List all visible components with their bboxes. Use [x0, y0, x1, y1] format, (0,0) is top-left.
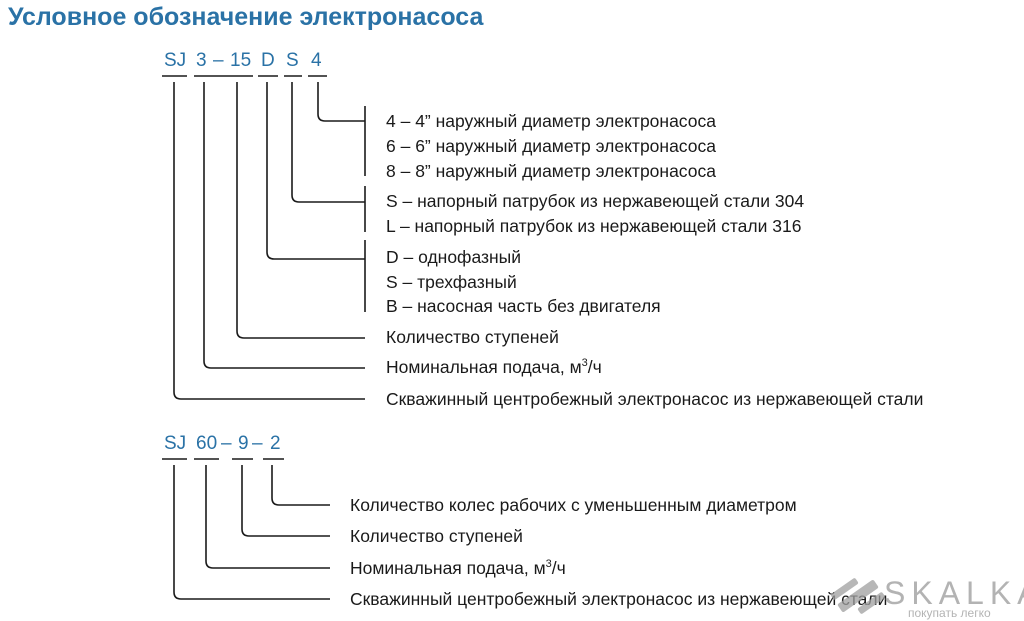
code2-wheels: 2 [270, 433, 281, 454]
connector-wheels [271, 465, 330, 506]
watermark-name: SKALKA [884, 575, 1024, 611]
connector-nozzle [291, 82, 365, 203]
code2-dash-2: – [252, 433, 263, 454]
page-title: Условное обозначение электронасоса [8, 3, 484, 31]
code1-dash: – [213, 50, 224, 71]
desc-stages-1: Количество ступеней [386, 327, 559, 347]
connector-pump-2 [173, 465, 330, 600]
code2-prefix: SJ [164, 433, 186, 454]
desc-pump-2: Скважинный центробежный электронасос из … [350, 589, 887, 609]
connector-stages-2 [241, 465, 330, 537]
desc-size-4: 4 – 4” наружный диаметр электронасоса [386, 111, 716, 131]
desc-phase-b: B – насосная часть без двигателя [386, 296, 661, 316]
skalka-logo-icon [831, 578, 885, 614]
desc-size-6: 6 – 6” наружный диаметр электронасоса [386, 136, 716, 156]
connector-flow-2 [205, 465, 330, 569]
code2-dash-1: – [221, 433, 232, 454]
watermark: SKALKA покупать легко [831, 575, 1024, 620]
code1-phase: D [261, 50, 275, 71]
desc-size-8: 8 – 8” наружный диаметр электронасоса [386, 161, 716, 181]
desc-stages-2: Количество ступеней [350, 526, 523, 546]
connector-size [317, 82, 365, 122]
desc-wheels: Количество колес рабочих с уменьшенным д… [350, 495, 797, 515]
code2-flow: 60 [196, 433, 217, 454]
desc-phase-s: S – трехфазный [386, 272, 517, 292]
code1-size: 4 [311, 50, 322, 71]
connector-stages [236, 82, 365, 339]
desc-nozzle-l: L – напорный патрубок из нержавеющей ста… [386, 216, 801, 236]
code1-flow: 3 [196, 50, 207, 71]
code1-stages: 15 [230, 50, 251, 71]
desc-phase-d: D – однофазный [386, 247, 521, 267]
code-2: SJ 60 – 9 – 2 Количество колес рабочих с… [162, 433, 887, 609]
desc-flow-2: Номинальная подача, м3/ч [350, 558, 566, 578]
code-1: SJ 3 – 15 D S 4 4 – 4” наружный диаметр … [162, 50, 923, 409]
connector-flow [203, 82, 365, 369]
desc-nozzle-s: S – напорный патрубок из нержавеющей ста… [386, 191, 804, 211]
code1-prefix: SJ [164, 50, 186, 71]
desc-flow-1: Номинальная подача, м3/ч [386, 357, 602, 377]
connector-pump [173, 82, 365, 400]
code1-nozzle: S [286, 50, 299, 71]
code2-stages: 9 [238, 433, 249, 454]
desc-pump-1: Скважинный центробежный электронасос из … [386, 389, 923, 409]
watermark-tagline: покупать легко [908, 606, 991, 620]
connector-phase [266, 82, 365, 260]
